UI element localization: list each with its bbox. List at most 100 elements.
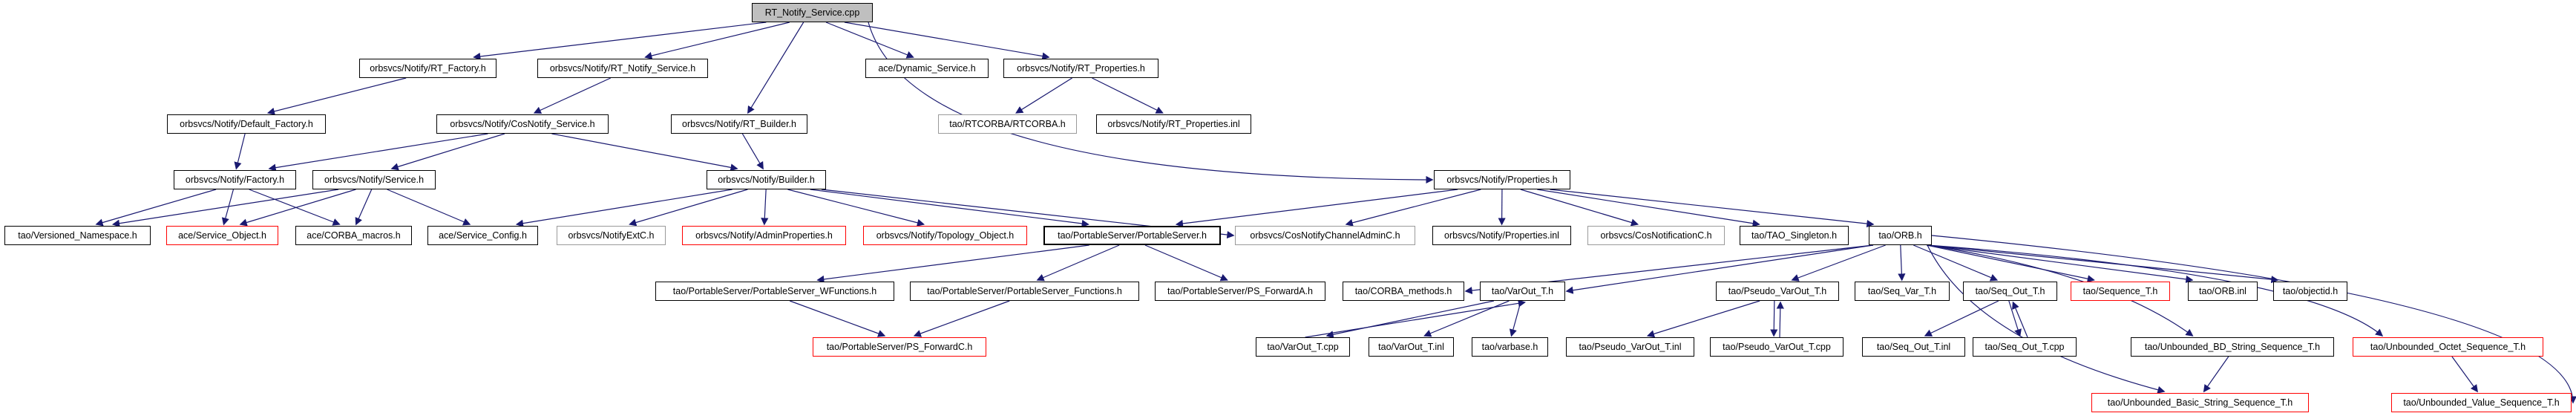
graph-edge [1927,244,2279,284]
graph-edge [747,22,804,114]
node-rt_properties_inl[interactable]: orbsvcs/Notify/RT_Properties.inl [1096,114,1251,134]
node-properties[interactable]: orbsvcs/Notify/Properties.h [1434,170,1570,189]
node-seqout_inl[interactable]: tao/Seq_Out_T.inl [1862,337,1965,357]
node-objectid[interactable]: tao/objectid.h [2273,282,2347,301]
graph-edge [111,189,339,227]
node-cosnotifychanneladminc[interactable]: orbsvcs/CosNotifyChannelAdminC.h [1235,226,1415,245]
graph-edge [1036,244,1120,282]
node-rt_properties[interactable]: orbsvcs/Notify/RT_Properties.h [1003,59,1158,78]
graph-edge [1927,244,2194,283]
graph-edge [868,22,1434,184]
node-seqout_cpp[interactable]: tao/Seq_Out_T.cpp [1973,337,2077,357]
graph-edge [1565,244,1874,294]
node-properties_inl[interactable]: orbsvcs/Notify/Properties.inl [1432,226,1571,245]
node-factory[interactable]: orbsvcs/Notify/Factory.h [174,170,296,189]
graph-edge [1913,244,1999,282]
node-adminproperties[interactable]: orbsvcs/Notify/AdminProperties.h [682,226,846,245]
node-pseudo_cpp[interactable]: tao/Pseudo_VarOut_T.cpp [1710,337,1843,357]
node-rt_factory[interactable]: orbsvcs/Notify/RT_Factory.h [359,59,496,78]
node-varout_inl[interactable]: tao/VarOut_T.inl [1369,337,1454,357]
graph-edge [268,133,488,172]
node-ps_wfunctions[interactable]: tao/PortableServer/PortableServer_WFunct… [655,282,894,301]
graph-edge [390,133,505,171]
graph-edge [644,22,790,59]
graph-edge [533,77,612,114]
node-pseudo_inl[interactable]: tao/Pseudo_VarOut_T.inl [1566,337,1694,357]
graph-edge [95,189,217,227]
graph-edge [1423,300,1510,337]
node-varout_cpp[interactable]: tao/VarOut_T.cpp [1256,337,1350,357]
node-notifyextc[interactable]: orbsvcs/NotifyExtC.h [557,226,666,245]
graph-edge [913,300,1010,337]
graph-edge [1144,244,1228,282]
node-versioned_ns[interactable]: tao/Versioned_Namespace.h [4,226,151,245]
node-service[interactable]: orbsvcs/Notify/Service.h [312,170,436,189]
node-dynamic_service[interactable]: ace/Dynamic_Service.h [865,59,989,78]
graph-edge [2008,300,2022,337]
graph-edge [1325,300,1495,339]
node-builder[interactable]: orbsvcs/Notify/Builder.h [707,170,826,189]
graph-edge [1305,299,1527,338]
graph-edge [473,22,767,61]
graph-edge [1646,300,1760,338]
node-tao_singleton[interactable]: tao/TAO_Singleton.h [1740,226,1849,245]
node-service_config[interactable]: ace/Service_Config.h [427,226,538,245]
graph-edge [1927,244,2166,394]
graph-edge [234,133,246,170]
node-pseudo_varout[interactable]: tao/Pseudo_VarOut_T.h [1716,282,1839,301]
node-seq_var[interactable]: tao/Seq_Var_T.h [1855,282,1950,301]
graph-edge [1924,300,1999,337]
graph-edge [387,189,471,226]
node-unbounded_basic[interactable]: tao/Unbounded_Basic_String_Sequence_T.h [2091,393,2309,412]
graph-edge [239,189,356,227]
node-unbounded_octet[interactable]: tao/Unbounded_Octet_Sequence_T.h [2353,337,2543,357]
graph-edge [810,189,1089,227]
node-corba_macros[interactable]: ace/CORBA_macros.h [295,226,412,245]
node-seq_out[interactable]: tao/Seq_Out_T.h [1963,282,2057,301]
node-cosnotificationc[interactable]: orbsvcs/CosNotificationC.h [1587,226,1725,245]
node-rt_builder[interactable]: orbsvcs/Notify/RT_Builder.h [671,114,807,134]
node-rtcorba[interactable]: tao/RTCORBA/RTCORBA.h [938,114,1077,134]
node-ps_forwarda[interactable]: tao/PortableServer/PS_ForwardA.h [1155,282,1325,301]
node-service_object[interactable]: ace/Service_Object.h [166,226,278,245]
graph-edge [1550,189,1875,228]
node-topology_object[interactable]: orbsvcs/Notify/Topology_Object.h [863,226,1027,245]
graph-edge [1791,244,1886,282]
node-unbounded_bd[interactable]: tao/Unbounded_BD_String_Sequence_T.h [2131,337,2334,357]
node-corba_methods[interactable]: tao/CORBA_methods.h [1343,282,1464,301]
node-ps_forwardc[interactable]: tao/PortableServer/PS_ForwardC.h [813,337,986,357]
graph-edge [629,189,748,227]
node-default_factory[interactable]: orbsvcs/Notify/Default_Factory.h [167,114,326,134]
graph-edge [787,189,925,227]
graph-edge [1931,235,2576,404]
node-varbase[interactable]: tao/varbase.h [1472,337,1548,357]
graph-edge [1092,77,1164,114]
graph-edge [1175,189,1458,227]
node-varout_t[interactable]: tao/VarOut_T.h [1480,282,1565,301]
node-unbounded_value[interactable]: tao/Unbounded_Value_Sequence_T.h [2391,393,2572,412]
node-portableserver[interactable]: tao/PortableServer/PortableServer.h [1043,226,1221,245]
node-cosnotify_service[interactable]: orbsvcs/Notify/CosNotify_Service.h [436,114,609,134]
node-orb_h[interactable]: tao/ORB.h [1869,226,1932,245]
graph-edge [2203,356,2229,393]
node-rt_notify_service[interactable]: orbsvcs/Notify/RT_Notify_Service.h [537,59,708,78]
graph-edge [789,300,886,337]
graph-edge [816,244,1089,283]
node-sequence_t[interactable]: tao/Sequence_T.h [2071,282,2170,301]
node-orb_inl[interactable]: tao/ORB.inl [2188,282,2258,301]
graph-edge [1015,77,1072,114]
node-ps_functions[interactable]: tao/PortableServer/PortableServer_Functi… [910,282,1139,301]
graph-edge [1509,300,1522,337]
graph-edge [1537,189,1760,227]
graph-edge [1898,244,1906,282]
graph-edge [249,189,341,226]
graph-edge [1345,189,1481,227]
graph-edge [266,77,407,115]
graph-edge [551,133,738,172]
graph-edge [355,189,373,226]
node-cpp[interactable]: RT_Notify_Service.cpp [752,3,873,22]
graph-edge [741,133,764,170]
graph-edge [1926,244,2095,283]
graph-edge [825,22,914,59]
